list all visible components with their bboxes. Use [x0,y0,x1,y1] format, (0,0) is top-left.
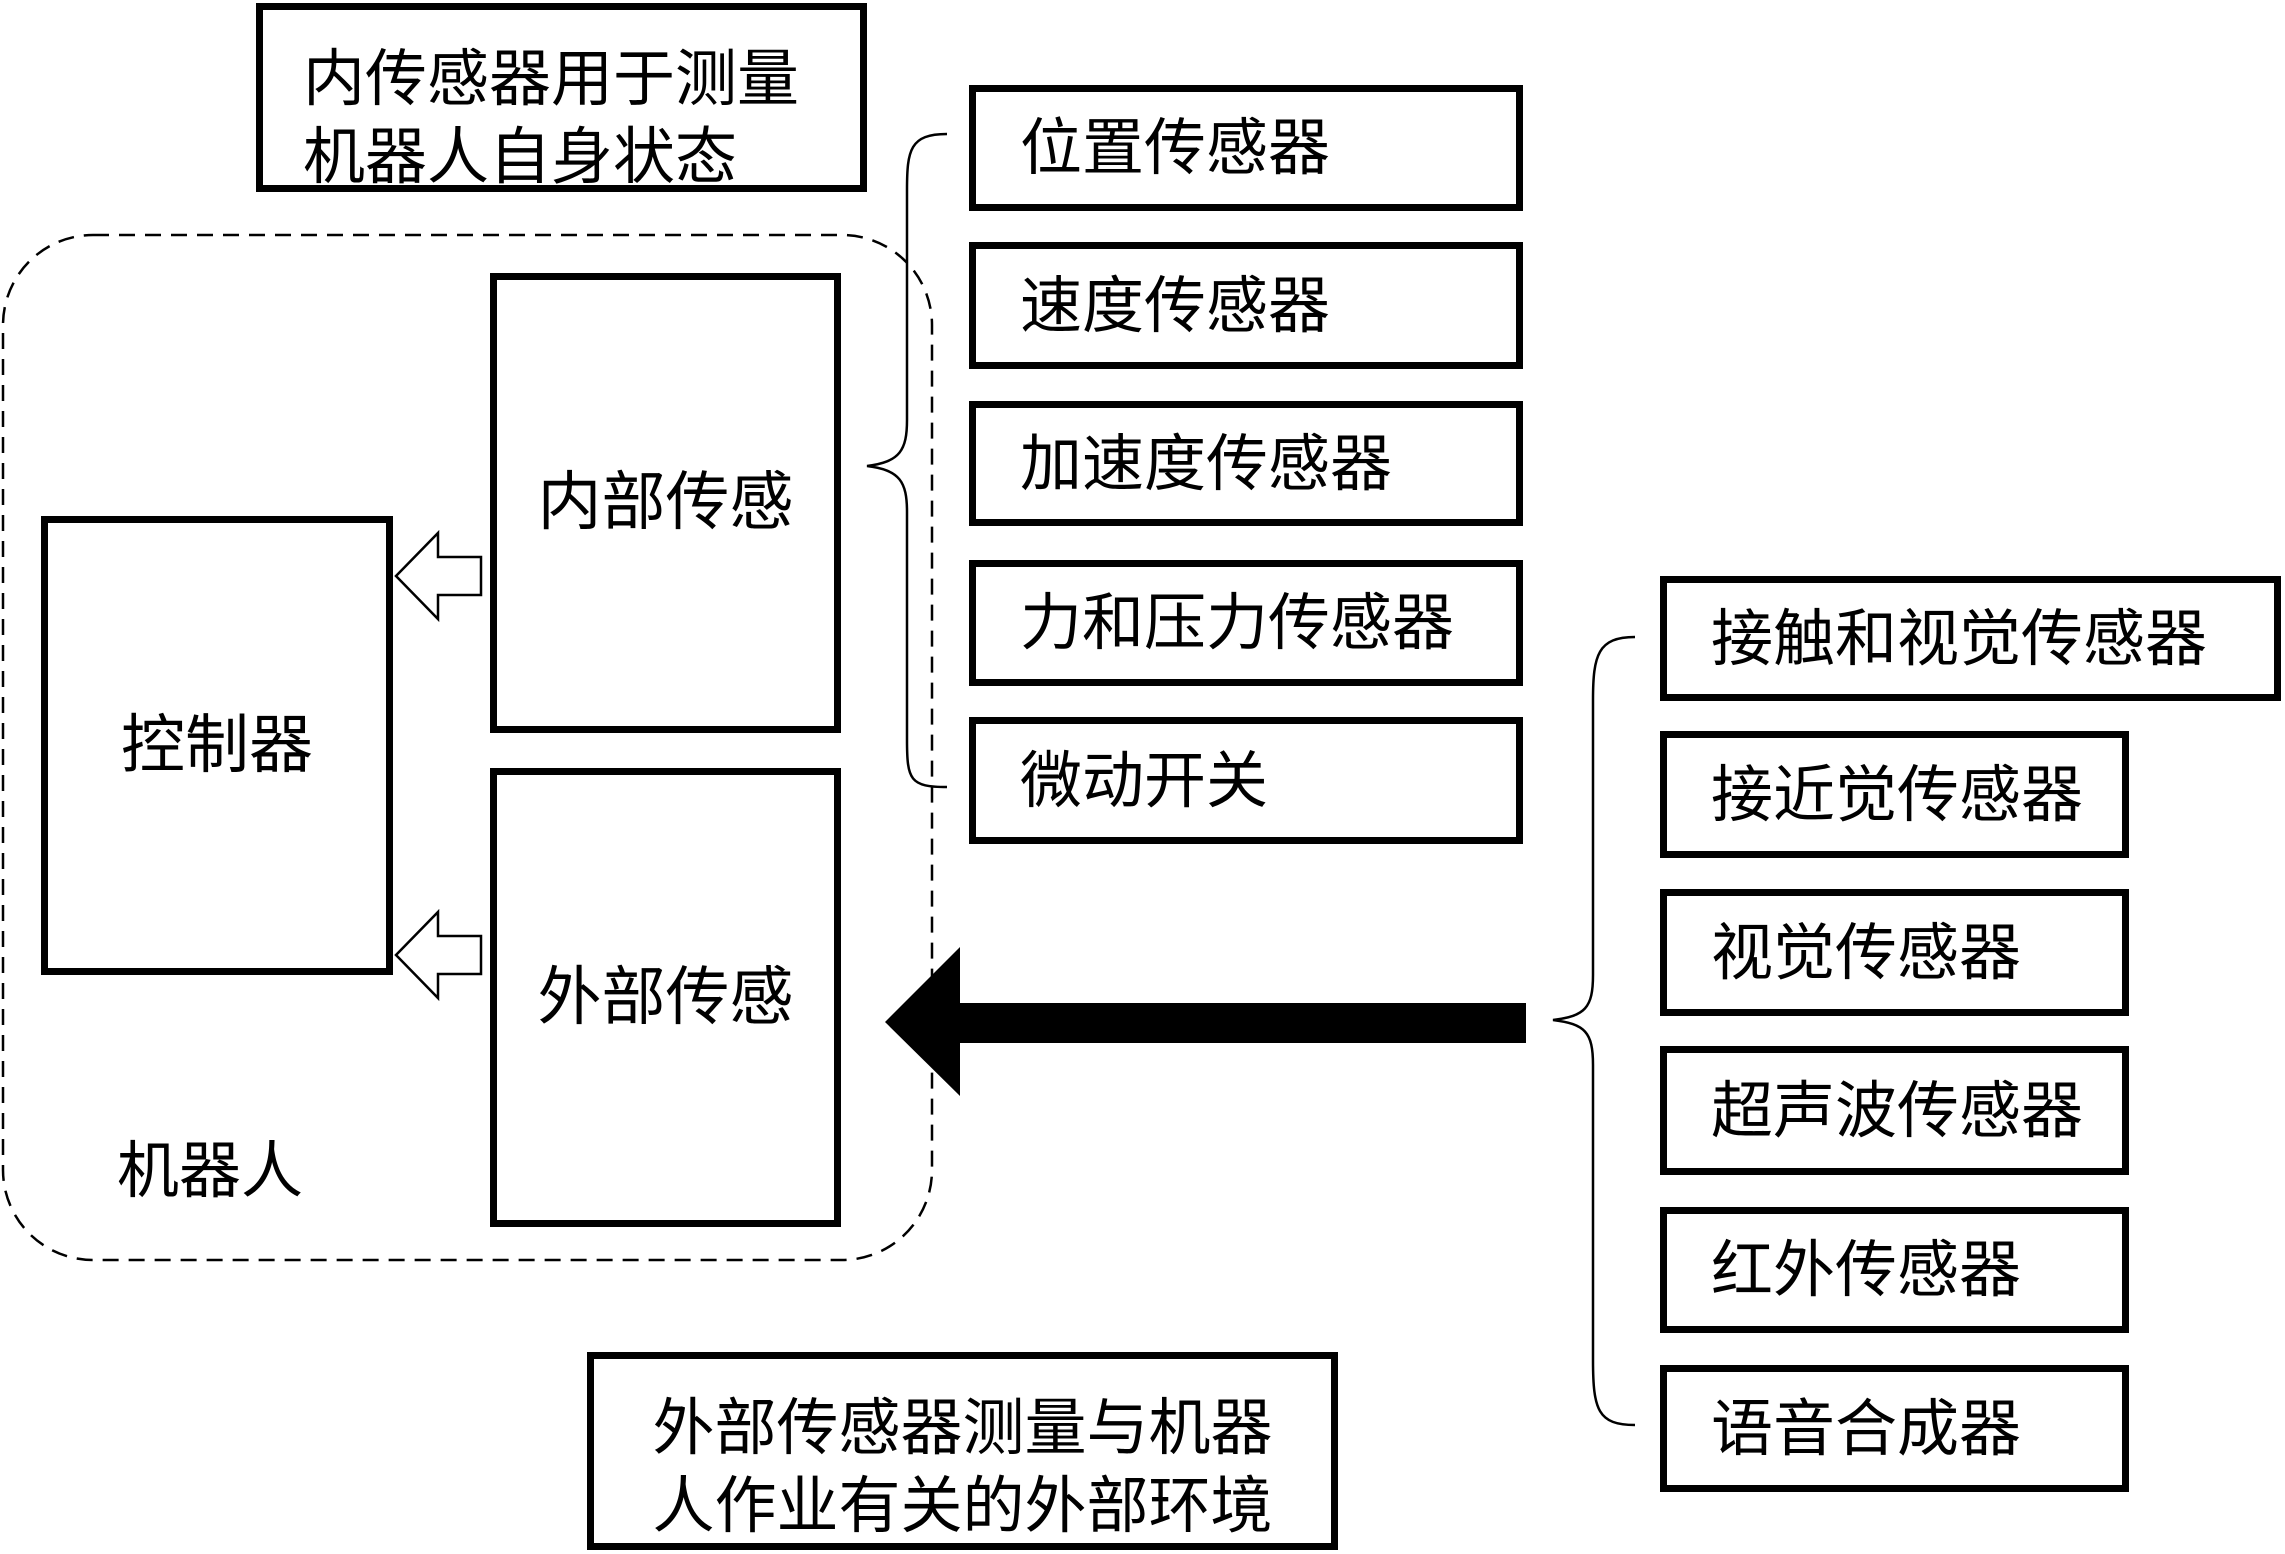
internal-sensing-box: 内部传感 [490,273,841,733]
external-sensors-brace [1552,635,1636,1427]
internal-sensor-item: 速度传感器 [969,242,1523,369]
controller-box: 控制器 [41,516,393,975]
internal-sensing-label: 内部传感 [537,466,794,540]
internal-sensor-label: 速度传感器 [1020,268,1331,342]
external-sensor-label: 视觉传感器 [1711,915,2022,989]
robot-dashed-container [1,233,934,1262]
external-to-controller-arrow [394,908,483,1002]
external-sensor-label: 超声波传感器 [1711,1073,2084,1147]
external-sensor-item: 接近觉传感器 [1660,731,2129,858]
internal-sensor-label: 力和压力传感器 [1020,586,1455,659]
external-sensor-label: 语音合成器 [1711,1391,2022,1465]
internal-note-line-2: 机器人自身状态 [303,119,738,193]
external-sensor-label: 红外传感器 [1711,1233,2022,1306]
internal-sensor-note: 内传感器用于测量 机器人自身状态 [256,3,867,193]
internal-to-controller-arrow [394,529,483,623]
external-sensing-box: 外部传感 [490,768,841,1227]
external-sensor-item: 超声波传感器 [1660,1046,2129,1175]
internal-note-line-1: 内传感器用于测量 [303,42,800,115]
internal-sensor-label: 位置传感器 [1020,111,1331,184]
robot-container-label: 机器人 [117,1134,304,1207]
internal-sensor-label: 微动开关 [1020,743,1269,817]
internal-sensors-brace [866,132,948,789]
controller-label: 控制器 [121,708,313,783]
internal-sensor-item: 位置传感器 [969,85,1523,211]
external-sensor-label: 接近觉传感器 [1711,757,2084,831]
internal-sensor-item: 力和压力传感器 [969,560,1523,686]
internal-sensor-item: 微动开关 [969,717,1523,844]
environment-to-external-sensing-arrow [885,947,1526,1096]
internal-sensor-label: 加速度传感器 [1020,426,1393,500]
external-sensor-item: 语音合成器 [1660,1365,2129,1492]
external-sensing-label: 外部传感 [537,960,794,1035]
external-sensor-item: 接触和视觉传感器 [1660,576,2281,701]
external-note-line-2: 人作业有关的外部环境 [652,1468,1273,1542]
external-sensor-item: 视觉传感器 [1660,889,2129,1016]
external-sensor-label: 接触和视觉传感器 [1711,601,2208,675]
external-sensor-note: 外部传感器测量与机器 人作业有关的外部环境 [587,1352,1338,1550]
external-sensor-item: 红外传感器 [1660,1207,2129,1333]
external-note-line-1: 外部传感器测量与机器 [652,1391,1273,1464]
internal-sensor-item: 加速度传感器 [969,401,1523,526]
